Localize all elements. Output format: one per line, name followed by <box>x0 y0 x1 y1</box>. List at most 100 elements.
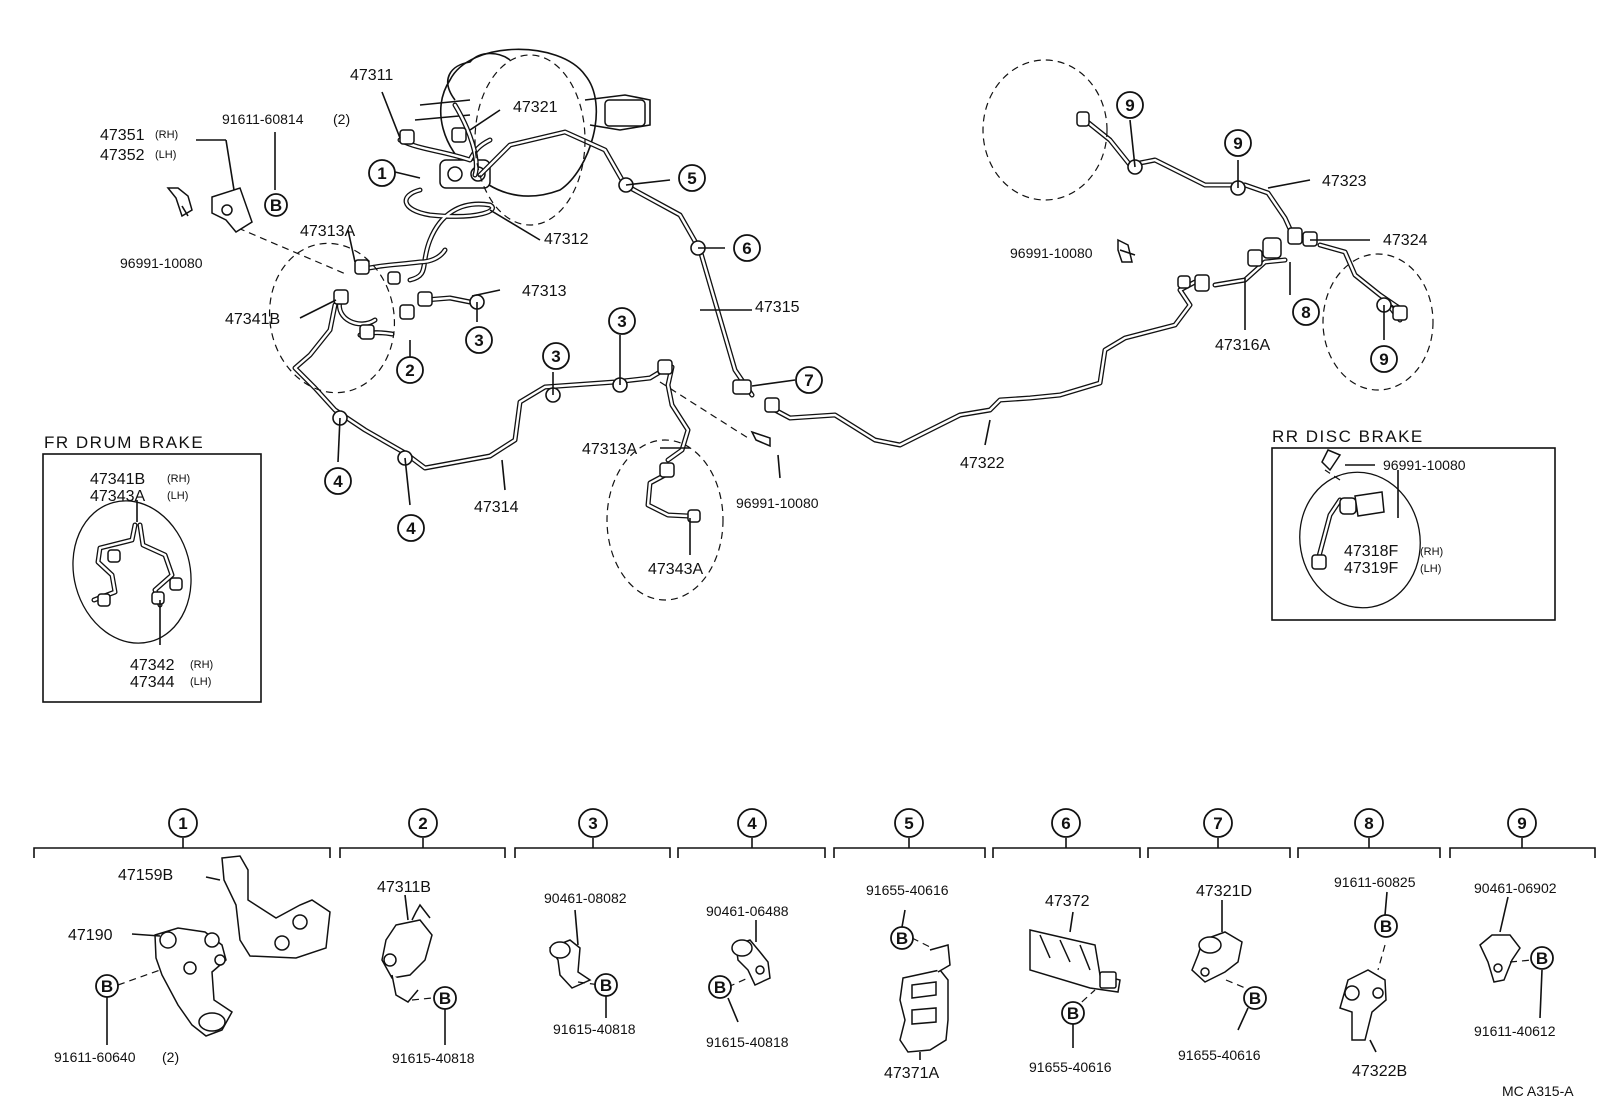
b-callout-g7: B <box>1249 989 1261 1008</box>
label-47314: 47314 <box>474 499 519 516</box>
number-callouts-bottom: 1 2 3 4 5 6 7 8 9 <box>168 808 1537 838</box>
label-47159B: 47159B <box>118 867 173 884</box>
label-91615-40818-g2: 91615-40818 <box>392 1050 475 1066</box>
b-callout-g4: B <box>714 978 726 997</box>
b-callout-g8: B <box>1380 917 1392 936</box>
callout-5-bottom: 5 <box>904 814 913 833</box>
label-lh-fr2: (LH) <box>190 676 211 688</box>
label-91611-60640: 91611-60640 <box>54 1049 136 1065</box>
group-7-parts: B 47321D 91655-40616 <box>1178 883 1267 1063</box>
wheel-outlines <box>237 54 1434 601</box>
label-90461-06488: 90461-06488 <box>706 903 789 919</box>
label-47322B: 47322B <box>1352 1063 1407 1080</box>
label-91615-40818-g4: 91615-40818 <box>706 1034 789 1050</box>
rear-brake-lines <box>772 117 1408 448</box>
label-47313A-mid: 47313A <box>582 441 637 458</box>
callout-9-top-c: 9 <box>1379 350 1388 369</box>
label-rh-fr2: (RH) <box>190 659 213 671</box>
b-callout-top: B <box>270 196 282 215</box>
group-6-parts: B 47372 91655-40616 <box>1029 893 1121 1075</box>
leader-lines <box>181 91 1385 555</box>
label-91611-60825: 91611-60825 <box>1334 874 1416 890</box>
label-lh-rr: (LH) <box>1420 563 1441 575</box>
label-47343A: 47343A <box>648 561 703 578</box>
callout-6-bottom: 6 <box>1061 814 1070 833</box>
label-47343A-lh: 47343A <box>90 488 145 505</box>
label-47342: 47342 <box>130 657 175 674</box>
group-9-parts: B 90461-06902 91611-40612 <box>1474 880 1557 1039</box>
label-90461-08082: 90461-08082 <box>544 890 627 906</box>
label-47322: 47322 <box>960 455 1005 472</box>
callout-3-top-a: 3 <box>474 331 483 350</box>
b-callout-g2: B <box>439 989 451 1008</box>
group-5-parts: B 91655-40616 47371A <box>866 882 951 1082</box>
label-47318F: 47318F <box>1344 543 1398 560</box>
callout-4-top-b: 4 <box>406 519 416 538</box>
label-47352: 47352 <box>100 147 145 164</box>
group-3-parts: B 90461-08082 91615-40818 <box>544 890 636 1037</box>
callout-3-top-c: 3 <box>617 312 626 331</box>
callout-5-top: 5 <box>687 169 696 188</box>
callout-9-bottom: 9 <box>1517 814 1526 833</box>
callout-3-top-b: 3 <box>551 347 560 366</box>
label-91655-40616-g6: 91655-40616 <box>1029 1059 1112 1075</box>
label-47321: 47321 <box>513 99 558 116</box>
fr-drum-brake-inset: FR DRUM BRAKE 47341B (RH) 47343A (LH) 47… <box>42 433 262 703</box>
label-lh-fr1: (LH) <box>167 490 188 502</box>
callout-3-bottom: 3 <box>588 814 597 833</box>
label-47321D: 47321D <box>1196 883 1252 900</box>
label-47351: 47351 <box>100 127 145 144</box>
front-brake-lines <box>292 102 755 519</box>
group-4-parts: B 90461-06488 91615-40818 <box>706 903 789 1050</box>
group-1-parts: B 47159B 47190 91611-60640 (2) <box>54 855 331 1065</box>
callout-8-bottom: 8 <box>1364 814 1373 833</box>
label-96991-10080-rr: 96991-10080 <box>1383 457 1466 473</box>
callout-9-top-b: 9 <box>1233 134 1242 153</box>
label-47372: 47372 <box>1045 893 1090 910</box>
callout-2-top: 2 <box>405 361 414 380</box>
label-47190: 47190 <box>68 927 113 944</box>
rr-disc-brake-inset: RR DISC BRAKE 96991-10080 47318F (RH) 47… <box>1271 427 1556 621</box>
top-part-labels: 47311 47321 47351 (RH) 47352 (LH) 91611-… <box>100 67 1428 578</box>
callout-4-top-a: 4 <box>333 472 343 491</box>
callout-7-top: 7 <box>804 371 813 390</box>
label-47344: 47344 <box>130 674 175 691</box>
label-47324: 47324 <box>1383 232 1428 249</box>
label-96991-10080-mid: 96991-10080 <box>736 495 819 511</box>
group-2-parts: B 47311B 91615-40818 <box>377 879 475 1066</box>
master-cylinder-drawing <box>414 48 651 197</box>
label-47313A-top: 47313A <box>300 223 355 240</box>
b-callout-g5: B <box>896 929 908 948</box>
b-callout-g6: B <box>1067 1004 1079 1023</box>
label-rh-rr: (RH) <box>1420 546 1443 558</box>
label-47341B-rh: 47341B <box>90 471 145 488</box>
label-47313: 47313 <box>522 283 567 300</box>
label-91611-40612: 91611-40612 <box>1474 1023 1556 1039</box>
group-8-parts: B 91611-60825 47322B <box>1334 874 1416 1080</box>
label-qty-2-g1: (2) <box>162 1049 179 1065</box>
rr-disc-brake-title: RR DISC BRAKE <box>1272 427 1424 446</box>
callout-6-top: 6 <box>742 239 751 258</box>
label-91655-40616-g7: 91655-40616 <box>1178 1047 1261 1063</box>
callout-7-bottom: 7 <box>1213 814 1222 833</box>
label-47311B: 47311B <box>377 879 431 896</box>
label-90461-06902: 90461-06902 <box>1474 880 1557 896</box>
number-callouts-top: 1 2 3 3 3 4 4 5 6 7 8 9 9 9 <box>324 91 1398 542</box>
label-47371A: 47371A <box>884 1065 939 1082</box>
label-91615-40818-g3: 91615-40818 <box>553 1021 636 1037</box>
label-47319F: 47319F <box>1344 560 1398 577</box>
label-lh: (LH) <box>155 149 176 161</box>
b-callout-g9: B <box>1536 949 1548 968</box>
callout-2-bottom: 2 <box>418 814 427 833</box>
callout-8-top: 8 <box>1301 303 1310 322</box>
b-callout-g1: B <box>101 977 113 996</box>
fittings <box>333 111 1408 523</box>
label-47311: 47311 <box>350 67 393 84</box>
callout-4-bottom: 4 <box>747 814 757 833</box>
label-91611-60814: 91611-60814 <box>222 111 304 127</box>
b-callout-g3: B <box>600 976 612 995</box>
label-47323: 47323 <box>1322 173 1367 190</box>
bottom-parts-brackets <box>33 838 1596 858</box>
callout-1-bottom: 1 <box>178 814 187 833</box>
